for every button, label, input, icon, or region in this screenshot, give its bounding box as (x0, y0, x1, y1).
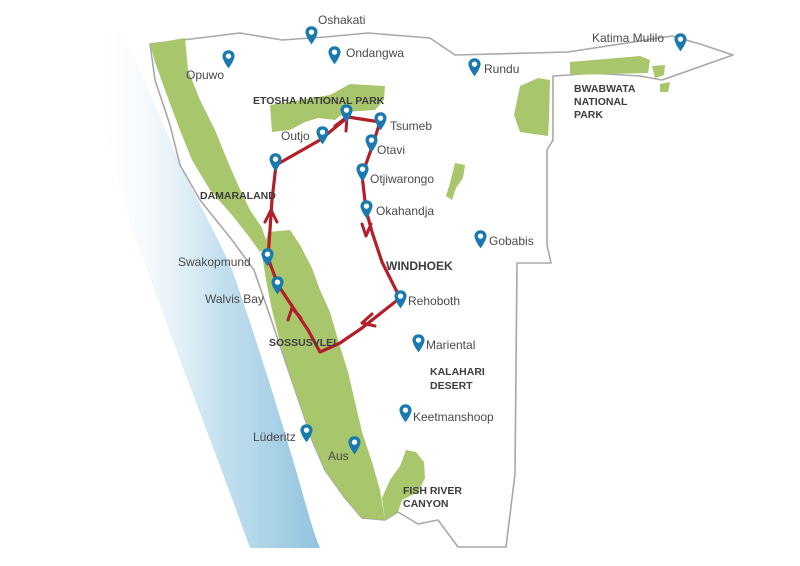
label-luderitz: Lüderitz (253, 430, 296, 444)
route-arrow (263, 208, 279, 224)
label-etosha: ETOSHA NATIONAL PARK (253, 95, 385, 107)
luderitz-marker (300, 424, 313, 443)
label-oshakati: Oshakati (318, 13, 365, 27)
label-kalahari-line2: DESERT (430, 380, 473, 392)
label-aus: Aus (328, 449, 349, 463)
label-bwabwata-line3: PARK (574, 109, 603, 121)
label-otavi: Otavi (377, 143, 405, 157)
khaudum-park-area (514, 78, 550, 136)
label-sossusvlei: SOSSUSVLEI (269, 337, 336, 349)
label-opuwo: Opuwo (186, 68, 224, 82)
label-fish-river-line1: FISH RIVER (403, 485, 462, 497)
namibia-border (149, 32, 734, 548)
label-okahandja: Okahandja (376, 204, 434, 218)
label-kalahari-line1: KALAHARI (430, 366, 485, 378)
label-tsumeb: Tsumeb (390, 119, 432, 133)
atlantic-ocean (90, 30, 320, 548)
fish-river-park-area (382, 450, 425, 520)
label-katima-mulilo: Katima Mulilo (592, 31, 664, 45)
label-mariental: Mariental (426, 338, 475, 352)
etosha-park-area (270, 84, 385, 132)
label-bwabwata-line1: BWABWATA (574, 83, 636, 95)
label-keetmanshoop: Keetmanshoop (413, 410, 494, 424)
label-ondangwa: Ondangwa (346, 46, 404, 60)
label-walvis-bay: Walvis Bay (205, 292, 264, 306)
label-rehoboth: Rehoboth (408, 294, 460, 308)
waterberg-area (446, 163, 465, 200)
label-fish-river-line2: CANYON (403, 498, 449, 510)
route-arrow (360, 222, 373, 238)
route-arrow (286, 306, 303, 322)
label-bwabwata-line2: NATIONAL (574, 96, 628, 108)
bwabwata-east-area (652, 65, 670, 92)
label-gobabis: Gobabis (489, 234, 534, 248)
skeleton-coast-strip (150, 38, 268, 252)
route-arrow (360, 312, 377, 328)
label-windhoek: WINDHOEK (386, 259, 453, 273)
label-swakopmund: Swakopmund (178, 255, 251, 269)
label-outjo: Outjo (281, 129, 310, 143)
label-rundu: Rundu (484, 62, 519, 76)
label-damaraland: DAMARALAND (200, 190, 276, 202)
bwabwata-park-area (570, 56, 650, 75)
label-otjiwarongo: Otjiwarongo (370, 172, 434, 186)
